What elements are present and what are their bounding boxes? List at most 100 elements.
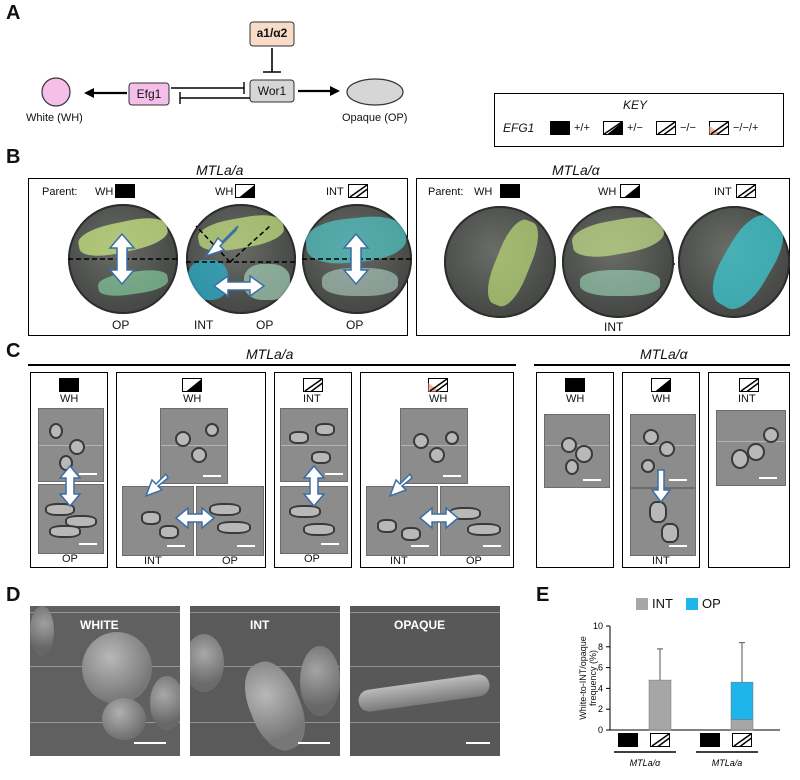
sem-int-label: INT — [250, 618, 270, 632]
genotype-wt-icon — [618, 733, 638, 747]
plate-mtla-a-2 — [186, 204, 296, 314]
efg1-box — [128, 82, 170, 106]
genotype-het-icon — [620, 184, 640, 198]
plate-2-parent: WH — [215, 186, 234, 198]
plate-mtla-alpha-1 — [444, 206, 556, 318]
c-box-4-bottom-int: INT — [390, 555, 408, 567]
plate-5-outcome: INT — [604, 320, 624, 334]
c-box-6-top: WH — [652, 393, 671, 405]
panel-label-a: A — [6, 2, 21, 24]
plate-mtla-alpha-3 — [678, 206, 790, 318]
transition-arrow — [58, 464, 82, 508]
sem-opaque: OPAQUE — [350, 606, 500, 756]
genotype-null-icon — [739, 378, 759, 392]
c-box-5-top: WH — [566, 393, 585, 405]
genotype-het-icon — [182, 378, 202, 392]
panel-c-box-7 — [708, 372, 790, 568]
transition-arrow — [174, 506, 216, 530]
key-genotype-2: +/− — [627, 122, 643, 134]
genotype-wt-icon — [115, 184, 135, 198]
transition-arrow — [388, 472, 413, 498]
white-cell-icon — [41, 77, 71, 107]
c-box-6-bottom: INT — [652, 555, 670, 567]
genotype-het-icon — [235, 184, 255, 198]
panel-b-left-title: MTLa/a — [196, 162, 244, 178]
panel-c-right-title: MTLa/α — [640, 346, 688, 362]
panel-c-box-1 — [30, 372, 108, 568]
y-tick-label: 6 — [598, 663, 603, 673]
group-label-mtla-alpha: MTLa/α — [630, 758, 662, 768]
group-label-mtla-a: MTLa/a — [712, 758, 743, 768]
legend-int-label: INT — [652, 596, 673, 611]
plate-5-parent: WH — [598, 186, 617, 198]
panel-label-d: D — [6, 584, 21, 606]
transition-arrow — [144, 472, 169, 498]
genotype-het-icon — [603, 121, 623, 135]
transition-arrow — [108, 232, 136, 286]
c-box-7-top: INT — [738, 393, 756, 405]
legend-op-label: OP — [702, 596, 721, 611]
transition-arrow — [342, 232, 370, 286]
plate-3-outcome: OP — [346, 318, 364, 332]
y-tick-label: 2 — [598, 704, 603, 714]
genotype-null-icon — [656, 121, 676, 135]
panel-label-e: E — [536, 584, 550, 606]
transition-arrow — [212, 274, 266, 298]
micrograph-white — [160, 408, 228, 484]
panel-label-b: B — [6, 146, 21, 168]
genotype-null-icon — [348, 184, 368, 198]
plate-1-outcome: OP — [112, 318, 130, 332]
y-tick-label: 0 — [598, 725, 603, 735]
parent-label-right: Parent: — [428, 186, 464, 198]
sem-int: INT — [190, 606, 340, 756]
panel-b-right-title: MTLa/α — [552, 162, 600, 178]
plate-2-outcome-op: OP — [256, 318, 274, 332]
genotype-wt-icon — [565, 378, 585, 392]
transition-arrow — [302, 464, 326, 508]
plate-mtla-alpha-2 — [562, 206, 674, 318]
genotype-wt-icon — [550, 121, 570, 135]
sem-opaque-label: OPAQUE — [394, 618, 446, 632]
c-box-1-top: WH — [60, 393, 79, 405]
genotype-het-icon — [651, 378, 671, 392]
sem-white-label: WHITE — [80, 618, 119, 632]
opaque-cell-icon — [346, 78, 404, 106]
key-genotype-3: −/− — [680, 122, 696, 134]
genotype-null-icon — [303, 378, 323, 392]
micrograph-int — [716, 410, 786, 486]
bar-int — [730, 719, 754, 731]
micrograph-int — [122, 486, 194, 556]
panel-c-box-2 — [116, 372, 266, 568]
parent-label-left: Parent: — [42, 186, 78, 198]
c-box-4-top: WH — [429, 393, 448, 405]
panel-label-c: C — [6, 340, 21, 362]
transition-arrow — [650, 469, 672, 504]
y-tick-label: 10 — [593, 621, 603, 631]
y-tick-label: 4 — [598, 683, 603, 693]
genotype-null-icon — [650, 733, 670, 748]
genotype-addback-icon — [709, 121, 729, 135]
plate-4-parent: WH — [474, 186, 493, 198]
panel-c-box-4 — [360, 372, 514, 568]
genotype-key: KEY EFG1 +/+ +/− −/− −/−/+ — [494, 93, 784, 147]
regulator-label: a1/α2 — [256, 26, 288, 40]
key-title: KEY — [623, 98, 648, 112]
panel-c-box-5 — [536, 372, 614, 568]
genotype-wt-icon — [500, 184, 520, 198]
c-box-1-bottom: OP — [62, 553, 78, 565]
plate-6-parent: INT — [714, 186, 732, 198]
panel-c-left-title: MTLa/a — [246, 346, 294, 362]
key-gene-label: EFG1 — [503, 121, 535, 135]
c-box-2-top: WH — [183, 393, 202, 405]
legend-op-swatch — [686, 598, 698, 610]
c-box-3-bottom: OP — [304, 553, 320, 565]
panel-a-diagram — [41, 21, 404, 107]
micrograph-opaque — [280, 486, 348, 554]
plate-2-outcome-int: INT — [194, 318, 214, 332]
bar-op — [730, 681, 754, 720]
panel-c-box-3 — [274, 372, 352, 568]
efg1-label: Efg1 — [136, 87, 162, 101]
